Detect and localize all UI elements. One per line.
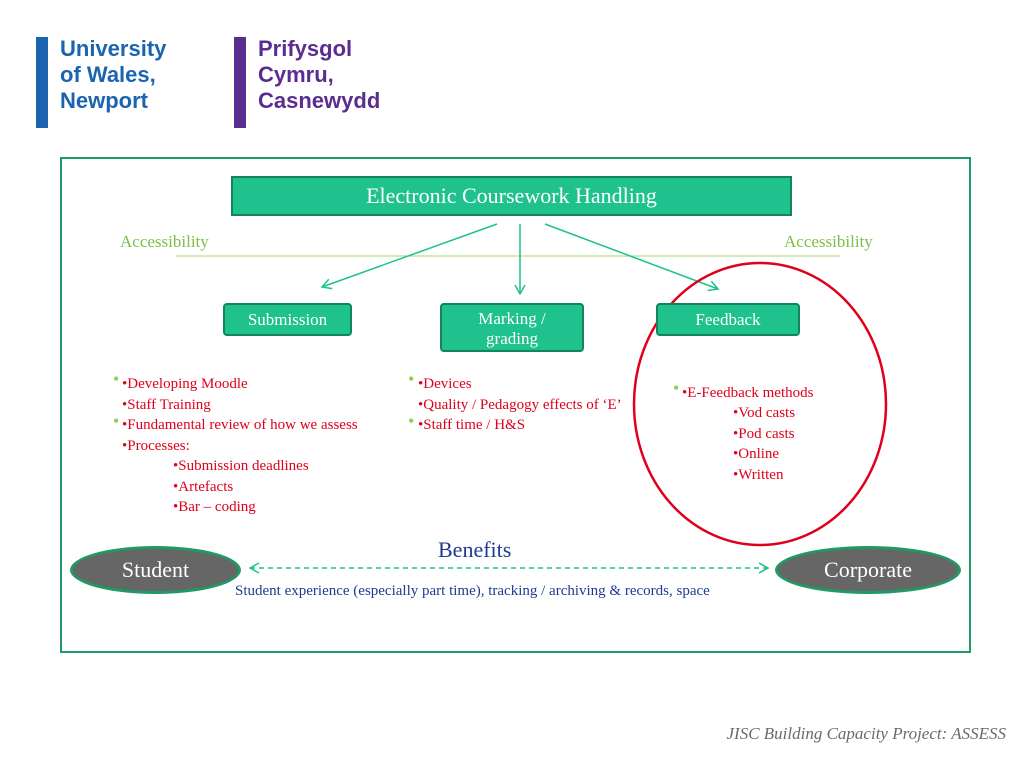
benefits-description: Student experience (especially part time… <box>235 583 710 599</box>
diagram-title: Electronic Coursework Handling <box>231 176 792 216</box>
logo-english-line: University <box>60 36 167 61</box>
submission-subitem: •Artefacts <box>173 479 234 495</box>
submission-item: •Staff Training <box>122 397 211 413</box>
logo-english-line: Newport <box>60 88 148 113</box>
logo-welsh-line: Cymru, <box>258 62 334 87</box>
logo-english-line: of Wales, <box>60 62 156 87</box>
feedback-subitem: •Vod casts <box>733 405 796 421</box>
arrow-to-feedback <box>544 223 720 292</box>
student-oval: Student <box>70 546 241 594</box>
bullet-dot-icon: • <box>113 369 120 389</box>
submission-subitem: •Submission deadlines <box>173 458 309 474</box>
feedback-node: Feedback <box>656 303 800 336</box>
submission-item: •Developing Moodle <box>122 376 248 392</box>
marking-item: •Devices <box>418 376 472 392</box>
feedback-subitem: •Written <box>733 467 784 483</box>
benefits-heading: Benefits <box>438 537 512 562</box>
marking-item: •Staff time / H&S <box>418 417 526 433</box>
feedback-item: •E-Feedback methods <box>682 385 814 401</box>
feedback-highlight-circle <box>632 261 888 547</box>
submission-item: •Processes: <box>122 438 190 454</box>
submission-node: Submission <box>223 303 352 336</box>
logo-welsh-text: Prifysgol Cymru, Casnewydd <box>258 36 380 114</box>
feedback-subitem: •Online <box>733 446 780 462</box>
footer-caption: JISC Building Capacity Project: ASSESS <box>726 724 1006 743</box>
bullet-dot-icon: • <box>113 411 120 431</box>
marking-item: •Quality / Pedagogy effects of ‘E’ <box>418 397 622 413</box>
bullet-dot-icon: • <box>408 369 415 389</box>
submission-subitem: •Bar – coding <box>173 499 256 515</box>
marking-node: Marking / grading <box>440 303 584 352</box>
corporate-oval: Corporate <box>775 546 961 594</box>
diagram-frame <box>60 157 971 653</box>
arrow-to-submission <box>320 223 498 290</box>
accessibility-label-right: Accessibility <box>784 232 873 251</box>
logo-bar-welsh <box>234 37 246 128</box>
logo-bar-english <box>36 37 48 128</box>
accessibility-label-left: Accessibility <box>120 232 209 251</box>
bullet-dot-icon: • <box>408 411 415 431</box>
logo-welsh-line: Casnewydd <box>258 88 381 113</box>
logo-welsh-line: Prifysgol <box>258 36 353 61</box>
submission-item: •Fundamental review of how we assess <box>122 417 358 433</box>
logo-english-text: University of Wales, Newport <box>60 36 166 114</box>
feedback-subitem: •Pod casts <box>733 426 795 442</box>
bullet-dot-icon: • <box>673 378 680 398</box>
